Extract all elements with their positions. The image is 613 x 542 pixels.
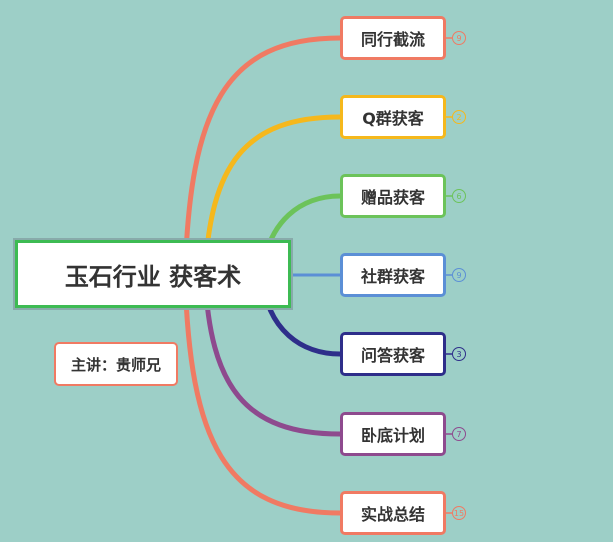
branch-line — [202, 273, 343, 437]
branch-topic[interactable]: 社群获客 — [340, 253, 446, 297]
subtopic-count-badge[interactable]: 15 — [452, 506, 466, 520]
branch-topic[interactable]: 同行截流 — [340, 16, 446, 60]
branch-topic[interactable]: 卧底计划 — [340, 412, 446, 456]
branch-topic[interactable]: 实战总结 — [340, 491, 446, 535]
branch-topic[interactable]: Q群获客 — [340, 95, 446, 139]
subtopic-count-badge[interactable]: 3 — [452, 347, 466, 361]
branch-topic[interactable]: 赠品获客 — [340, 174, 446, 218]
subtopic-count-badge[interactable]: 9 — [452, 268, 466, 282]
branch-line — [182, 35, 343, 279]
subtopic-count-badge[interactable]: 9 — [452, 31, 466, 45]
subtitle-topic[interactable]: 主讲：贵师兄 — [54, 342, 178, 386]
subtopic-count-badge[interactable]: 2 — [452, 110, 466, 124]
subtopic-count-badge[interactable]: 6 — [452, 189, 466, 203]
branch-line — [202, 114, 343, 279]
branch-topic[interactable]: 问答获客 — [340, 332, 446, 376]
subtopic-count-badge[interactable]: 7 — [452, 427, 466, 441]
central-topic[interactable]: 玉石行业 获客术 — [13, 238, 293, 310]
branch-line — [182, 273, 343, 516]
